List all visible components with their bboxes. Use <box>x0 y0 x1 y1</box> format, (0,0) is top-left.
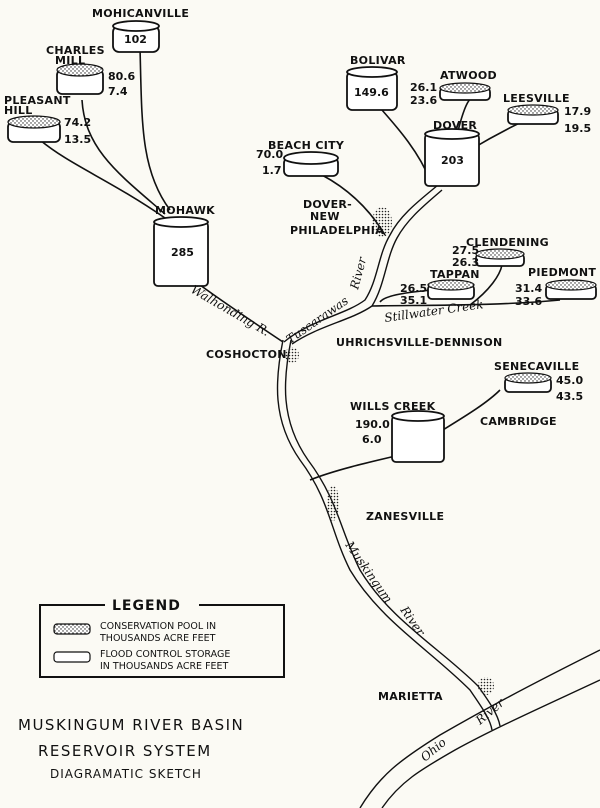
piedmont-flood: 33.6 <box>515 295 542 308</box>
tappan-flood: 35.1 <box>400 294 427 307</box>
reservoir-piedmont: PIEDMONT 31.4 33.6 <box>515 266 597 308</box>
reservoir-senecaville: SENECAVILLE 45.0 43.5 <box>494 360 583 403</box>
leesville-flood: 19.5 <box>564 122 591 135</box>
legend-flood-1: FLOOD CONTROL STORAGE <box>100 649 230 660</box>
reservoir-bolivar: BOLIVAR 149.6 <box>346 54 406 111</box>
reservoir-wills-creek: WILLS CREEK 190.0 6.0 <box>350 400 445 463</box>
title-line-3: DIAGRAMATIC SKETCH <box>50 767 202 781</box>
senecaville-label: SENECAVILLE <box>494 360 579 373</box>
mohawk-value: 285 <box>171 246 194 259</box>
mohicanville-stream <box>139 47 171 211</box>
muskingum-river <box>276 339 501 731</box>
river-label-ohio: Ohio <box>418 735 449 764</box>
reservoir-mohicanville: MOHICANVILLE 102 <box>92 7 189 53</box>
pleasant-hill-label-2: HILL <box>4 104 33 117</box>
wills-creek-flood: 6.0 <box>362 433 382 446</box>
reservoir-pleasant-hill: PLEASANT HILL 74.2 13.5 <box>4 94 91 146</box>
piedmont-pool: 31.4 <box>515 282 542 295</box>
tappan-stream <box>379 289 433 303</box>
place-coshocton: COSHOCTON <box>206 348 287 361</box>
wills-creek-stream <box>309 454 401 481</box>
bolivar-label: BOLIVAR <box>350 54 406 67</box>
beach-city-label: BEACH CITY <box>268 139 345 152</box>
tuscarawas-river <box>283 184 443 345</box>
mohawk-label: MOHAWK <box>155 204 215 217</box>
marietta-city-mark <box>478 677 494 695</box>
title-line-1: MUSKINGUM RIVER BASIN <box>18 716 244 734</box>
clendening-stream <box>469 264 503 306</box>
atwood-pool: 26.1 <box>410 81 437 94</box>
title-line-2: RESERVOIR SYSTEM <box>38 742 212 760</box>
wills-creek-label: WILLS CREEK <box>350 400 436 413</box>
wills-creek-pool: 190.0 <box>355 418 390 431</box>
bolivar-stream <box>381 109 431 181</box>
place-marietta: MARIETTA <box>378 690 443 703</box>
coshocton-city-mark <box>285 347 299 363</box>
atwood-label: ATWOOD <box>440 69 497 82</box>
reservoir-clendening: CLENDENING 27.5 26.3 <box>452 236 549 269</box>
senecaville-pool: 45.0 <box>556 374 583 387</box>
dover-value: 203 <box>441 154 464 167</box>
leesville-pool: 17.9 <box>564 105 591 118</box>
reservoir-dover: DOVER 203 <box>424 119 480 187</box>
pleasant-hill-flood: 13.5 <box>64 133 91 146</box>
reservoir-beach-city: BEACH CITY 70.0 1.7 <box>256 139 345 177</box>
legend-flood-2: IN THOUSANDS ACRE FEET <box>100 661 229 672</box>
mohicanville-value: 102 <box>124 33 147 46</box>
ohio-river <box>359 649 600 808</box>
bolivar-value: 149.6 <box>354 86 389 99</box>
legend: LEGEND CONSERVATION POOL IN THOUSANDS AC… <box>39 596 285 678</box>
reservoir-tappan: TAPPAN 26.5 35.1 <box>400 268 480 307</box>
pleasant-hill-stream <box>39 139 166 219</box>
pleasant-hill-label-1: PLEASANT <box>4 94 71 107</box>
reservoir-mohawk: MOHAWK 285 <box>153 204 215 287</box>
tappan-pool: 26.5 <box>400 282 427 295</box>
pleasant-hill-pool: 74.2 <box>64 116 91 129</box>
legend-flood-swatch <box>53 651 91 663</box>
legend-title: LEGEND <box>112 598 181 614</box>
diagram-title: MUSKINGUM RIVER BASIN RESERVOIR SYSTEM D… <box>18 716 244 781</box>
charles-mill-label-1: CHARLES <box>46 44 105 57</box>
reservoir-leesville: LEESVILLE 17.9 19.5 <box>503 92 591 135</box>
legend-pool-2: THOUSANDS ACRE FEET <box>99 633 216 644</box>
place-dover-1: DOVER- <box>303 198 352 211</box>
reservoir-charles-mill: CHARLES MILL 80.6 7.4 <box>46 44 135 98</box>
piedmont-label: PIEDMONT <box>528 266 596 279</box>
river-label-tuscarawas-river: River <box>347 255 370 292</box>
legend-pool-1: CONSERVATION POOL IN <box>100 621 216 632</box>
place-uhrichsville: UHRICHSVILLE-DENNISON <box>336 336 503 349</box>
senecaville-flood: 43.5 <box>556 390 583 403</box>
leesville-label: LEESVILLE <box>503 92 570 105</box>
atwood-flood: 23.6 <box>410 94 437 107</box>
river-label-walhonding: Walhonding R. <box>189 282 273 338</box>
zanesville-city-mark <box>327 485 339 521</box>
reservoir-atwood: ATWOOD 26.1 23.6 <box>410 69 497 107</box>
place-dover-3: PHILADELPHIA <box>290 224 384 237</box>
beach-city-flood: 1.7 <box>262 164 282 177</box>
river-label-muskingum-river: River <box>397 603 428 639</box>
dover-label: DOVER <box>433 119 477 132</box>
place-cambridge: CAMBRIDGE <box>480 415 557 428</box>
place-zanesville: ZANESVILLE <box>366 510 444 523</box>
charles-mill-flood: 7.4 <box>108 85 128 98</box>
charles-mill-pool: 80.6 <box>108 70 135 83</box>
charles-mill-label-2: MILL <box>55 54 85 67</box>
dover-city-mark <box>372 207 392 237</box>
mohicanville-label: MOHICANVILLE <box>92 7 189 20</box>
clendening-flood: 26.3 <box>452 256 479 269</box>
clendening-pool: 27.5 <box>452 244 479 257</box>
beach-city-pool: 70.0 <box>256 148 283 161</box>
tappan-label: TAPPAN <box>430 268 480 281</box>
place-dover-2: NEW <box>310 210 340 223</box>
legend-pool-swatch <box>53 623 91 635</box>
stillwater-creek <box>371 299 561 307</box>
charles-mill-stream <box>81 99 166 215</box>
walhonding-river <box>195 281 284 343</box>
clendening-label: CLENDENING <box>466 236 549 249</box>
river-label-stillwater: Stillwater Creek <box>383 297 484 325</box>
